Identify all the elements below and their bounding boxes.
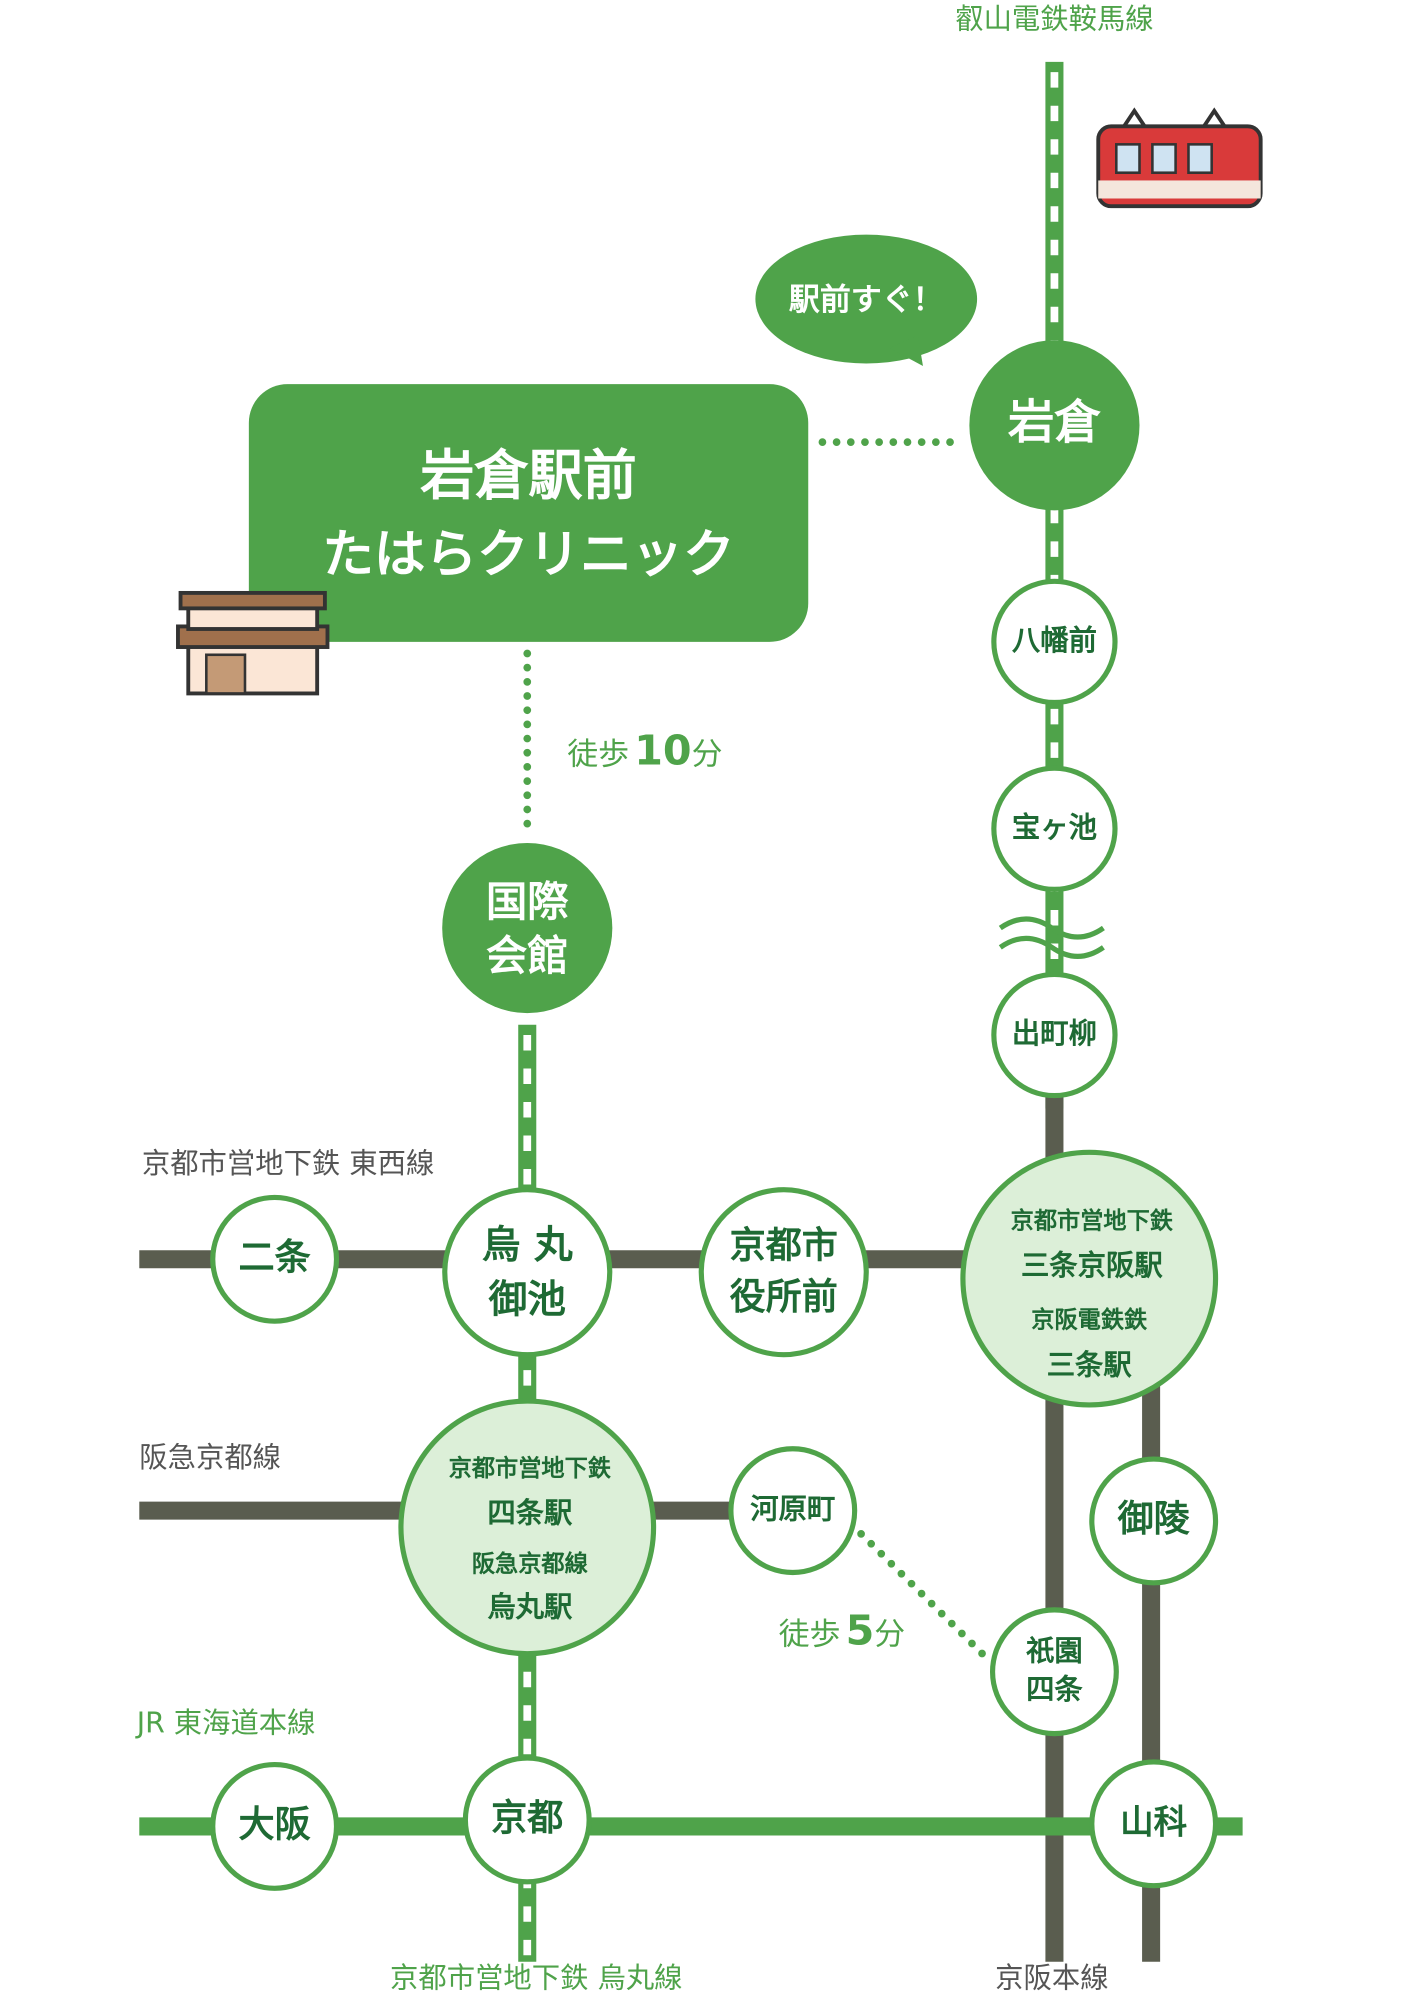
- eizan-line-label: 叡山電鉄鞍馬線: [955, 2, 1153, 35]
- station-kawaramachi[interactable]: 河原町: [728, 1446, 858, 1576]
- station-misasagi[interactable]: 御陵: [1089, 1456, 1219, 1586]
- station-demachiyanagi[interactable]: 出町柳: [991, 971, 1118, 1099]
- station-label: 出町柳: [1012, 1017, 1097, 1050]
- line-break-icon: [998, 916, 1105, 959]
- walk-path-gion: [857, 1529, 987, 1658]
- station-label: 三条駅: [1047, 1348, 1133, 1381]
- station-osaka[interactable]: 大阪: [210, 1761, 340, 1891]
- station-label: 大阪: [239, 1803, 311, 1845]
- station-kyoto[interactable]: 京都: [462, 1755, 592, 1885]
- station-label: 三条京阪駅: [1021, 1249, 1163, 1282]
- train-icon: [1096, 107, 1263, 209]
- tozai-line-label: 京都市営地下鉄 東西線: [142, 1147, 434, 1180]
- station-label: 京都市営地下鉄: [1011, 1207, 1174, 1234]
- station-karasuma-oike[interactable]: 烏 丸 御池: [442, 1187, 613, 1358]
- station-label: 御池: [488, 1277, 566, 1322]
- station-hachimanmae[interactable]: 八幡前: [991, 578, 1118, 706]
- station-label: 岩倉: [1008, 395, 1101, 449]
- station-sanjo[interactable]: 京都市営地下鉄 三条京阪駅 京阪電鉄鉄 三条駅: [960, 1149, 1219, 1408]
- clinic-name-line1: 岩倉駅前: [420, 444, 637, 507]
- clinic-building-icon: [176, 590, 330, 696]
- station-label: 祇園: [1026, 1634, 1083, 1667]
- station-label: 会館: [486, 932, 568, 980]
- station-shiyakusho-mae[interactable]: 京都市 役所前: [698, 1187, 869, 1358]
- station-label: 御陵: [1117, 1498, 1191, 1540]
- station-label: 烏丸駅: [487, 1591, 573, 1624]
- station-label: 京阪電鉄鉄: [1031, 1307, 1148, 1334]
- station-yamashina[interactable]: 山科: [1089, 1759, 1219, 1889]
- clinic-box: 岩倉駅前 たはらクリニック: [248, 384, 809, 642]
- jr-line-label: JR 東海道本線: [135, 1706, 316, 1739]
- station-label: 国際: [486, 878, 569, 926]
- station-shijo-karasuma[interactable]: 京都市営地下鉄 四条駅 阪急京都線 烏丸駅: [398, 1398, 657, 1657]
- station-label: 阪急京都線: [472, 1550, 589, 1577]
- station-kokusai-kaikan[interactable]: 国際 会館: [442, 842, 613, 1014]
- clinic-name-line2: たはらクリニック: [322, 525, 734, 585]
- station-label: 山科: [1120, 1802, 1187, 1841]
- speech-bubble: 駅前すぐ！: [755, 234, 978, 367]
- station-label: 宝ヶ池: [1012, 811, 1097, 844]
- station-label: 役所前: [730, 1276, 838, 1318]
- keihan-line-label: 京阪本線: [995, 1962, 1108, 1995]
- station-iwakura[interactable]: 岩倉: [969, 340, 1140, 511]
- station-label: 四条: [1026, 1673, 1083, 1706]
- station-nijo[interactable]: 二条: [210, 1194, 340, 1324]
- bubble-text: 駅前すぐ！: [789, 282, 944, 318]
- station-label: 京都: [491, 1797, 563, 1839]
- station-label: 二条: [239, 1236, 311, 1278]
- station-label: 八幡前: [1012, 624, 1097, 657]
- station-label: 四条駅: [487, 1496, 573, 1529]
- station-label: 烏 丸: [482, 1223, 573, 1268]
- hankyu-line-label: 阪急京都線: [139, 1441, 281, 1474]
- karasuma-line-label: 京都市営地下鉄 烏丸線: [390, 1962, 682, 1995]
- station-label: 京都市: [730, 1225, 838, 1267]
- station-label: 河原町: [750, 1493, 835, 1526]
- station-takaragaike[interactable]: 宝ヶ池: [991, 765, 1118, 892]
- station-label: 京都市営地下鉄: [449, 1455, 612, 1482]
- station-gion-shijo[interactable]: 祇園 四条: [989, 1607, 1119, 1737]
